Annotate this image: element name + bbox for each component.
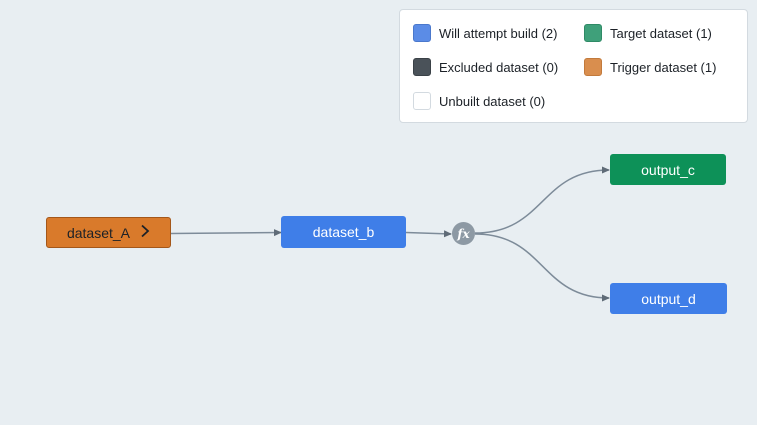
legend-item-trigger: Trigger dataset (1) [584, 57, 716, 77]
node-dataset-a[interactable]: dataset_A [46, 217, 171, 248]
node-label: dataset_A [66, 224, 131, 241]
fx-node-label: fx [457, 226, 470, 241]
node-output-d[interactable]: output_d [610, 283, 727, 314]
trigger-dataset-swatch [584, 58, 602, 76]
legend-label: Excluded dataset (0) [439, 59, 559, 75]
legend-label: Will attempt build (2) [439, 25, 558, 41]
excluded-dataset-swatch [413, 58, 431, 76]
legend-item-target: Target dataset (1) [584, 23, 712, 43]
edge-fx-to-output-c [474, 166, 610, 234]
legend-panel: Will attempt build (2) Target dataset (1… [399, 9, 748, 123]
chevron-right-icon[interactable] [140, 224, 150, 242]
function-icon[interactable]: fx [452, 222, 475, 245]
legend-item-will-attempt-build: Will attempt build (2) [413, 23, 557, 43]
node-label: output_c [641, 161, 695, 178]
node-output-c[interactable]: output_c [610, 154, 726, 185]
node-label: output_d [641, 290, 696, 307]
node-label: dataset_b [312, 224, 375, 240]
legend-label: Target dataset (1) [610, 25, 712, 41]
legend-item-excluded: Excluded dataset (0) [413, 57, 558, 77]
unbuilt-dataset-swatch [413, 92, 431, 110]
target-dataset-swatch [584, 24, 602, 42]
node-dataset-b[interactable]: dataset_b [281, 216, 406, 248]
edge-dataset-a-to-dataset-b [170, 229, 282, 237]
edge-dataset-b-to-fx [405, 230, 452, 238]
edge-fx-to-output-d [474, 233, 610, 302]
legend-item-unbuilt: Unbuilt dataset (0) [413, 91, 545, 111]
will-attempt-build-swatch [413, 24, 431, 42]
legend-label: Unbuilt dataset (0) [439, 93, 546, 109]
legend-label: Trigger dataset (1) [610, 59, 717, 75]
